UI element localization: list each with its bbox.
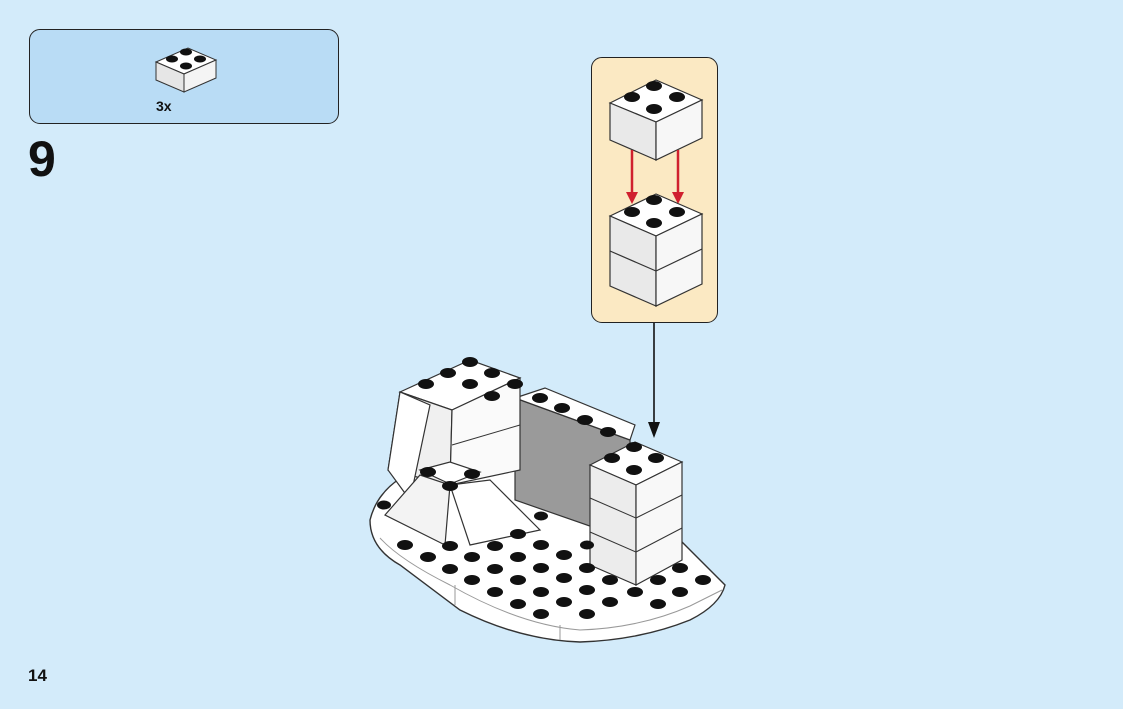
brick-stack-icon xyxy=(608,193,704,307)
red-arrows-icon xyxy=(626,150,684,204)
page-number: 14 xyxy=(28,666,47,685)
step-number: 9 xyxy=(28,131,56,187)
placement-arrow-icon xyxy=(648,323,660,438)
slope-pieces-icon xyxy=(384,461,542,546)
part-quantity: 3x xyxy=(156,98,172,114)
studs-icon xyxy=(377,357,711,619)
brick-top-icon xyxy=(608,79,704,161)
brick-2x2-icon xyxy=(154,47,218,93)
right-stack-icon xyxy=(588,441,684,587)
subassembly-callout xyxy=(591,57,718,323)
parts-list-box: 3x xyxy=(29,29,339,124)
